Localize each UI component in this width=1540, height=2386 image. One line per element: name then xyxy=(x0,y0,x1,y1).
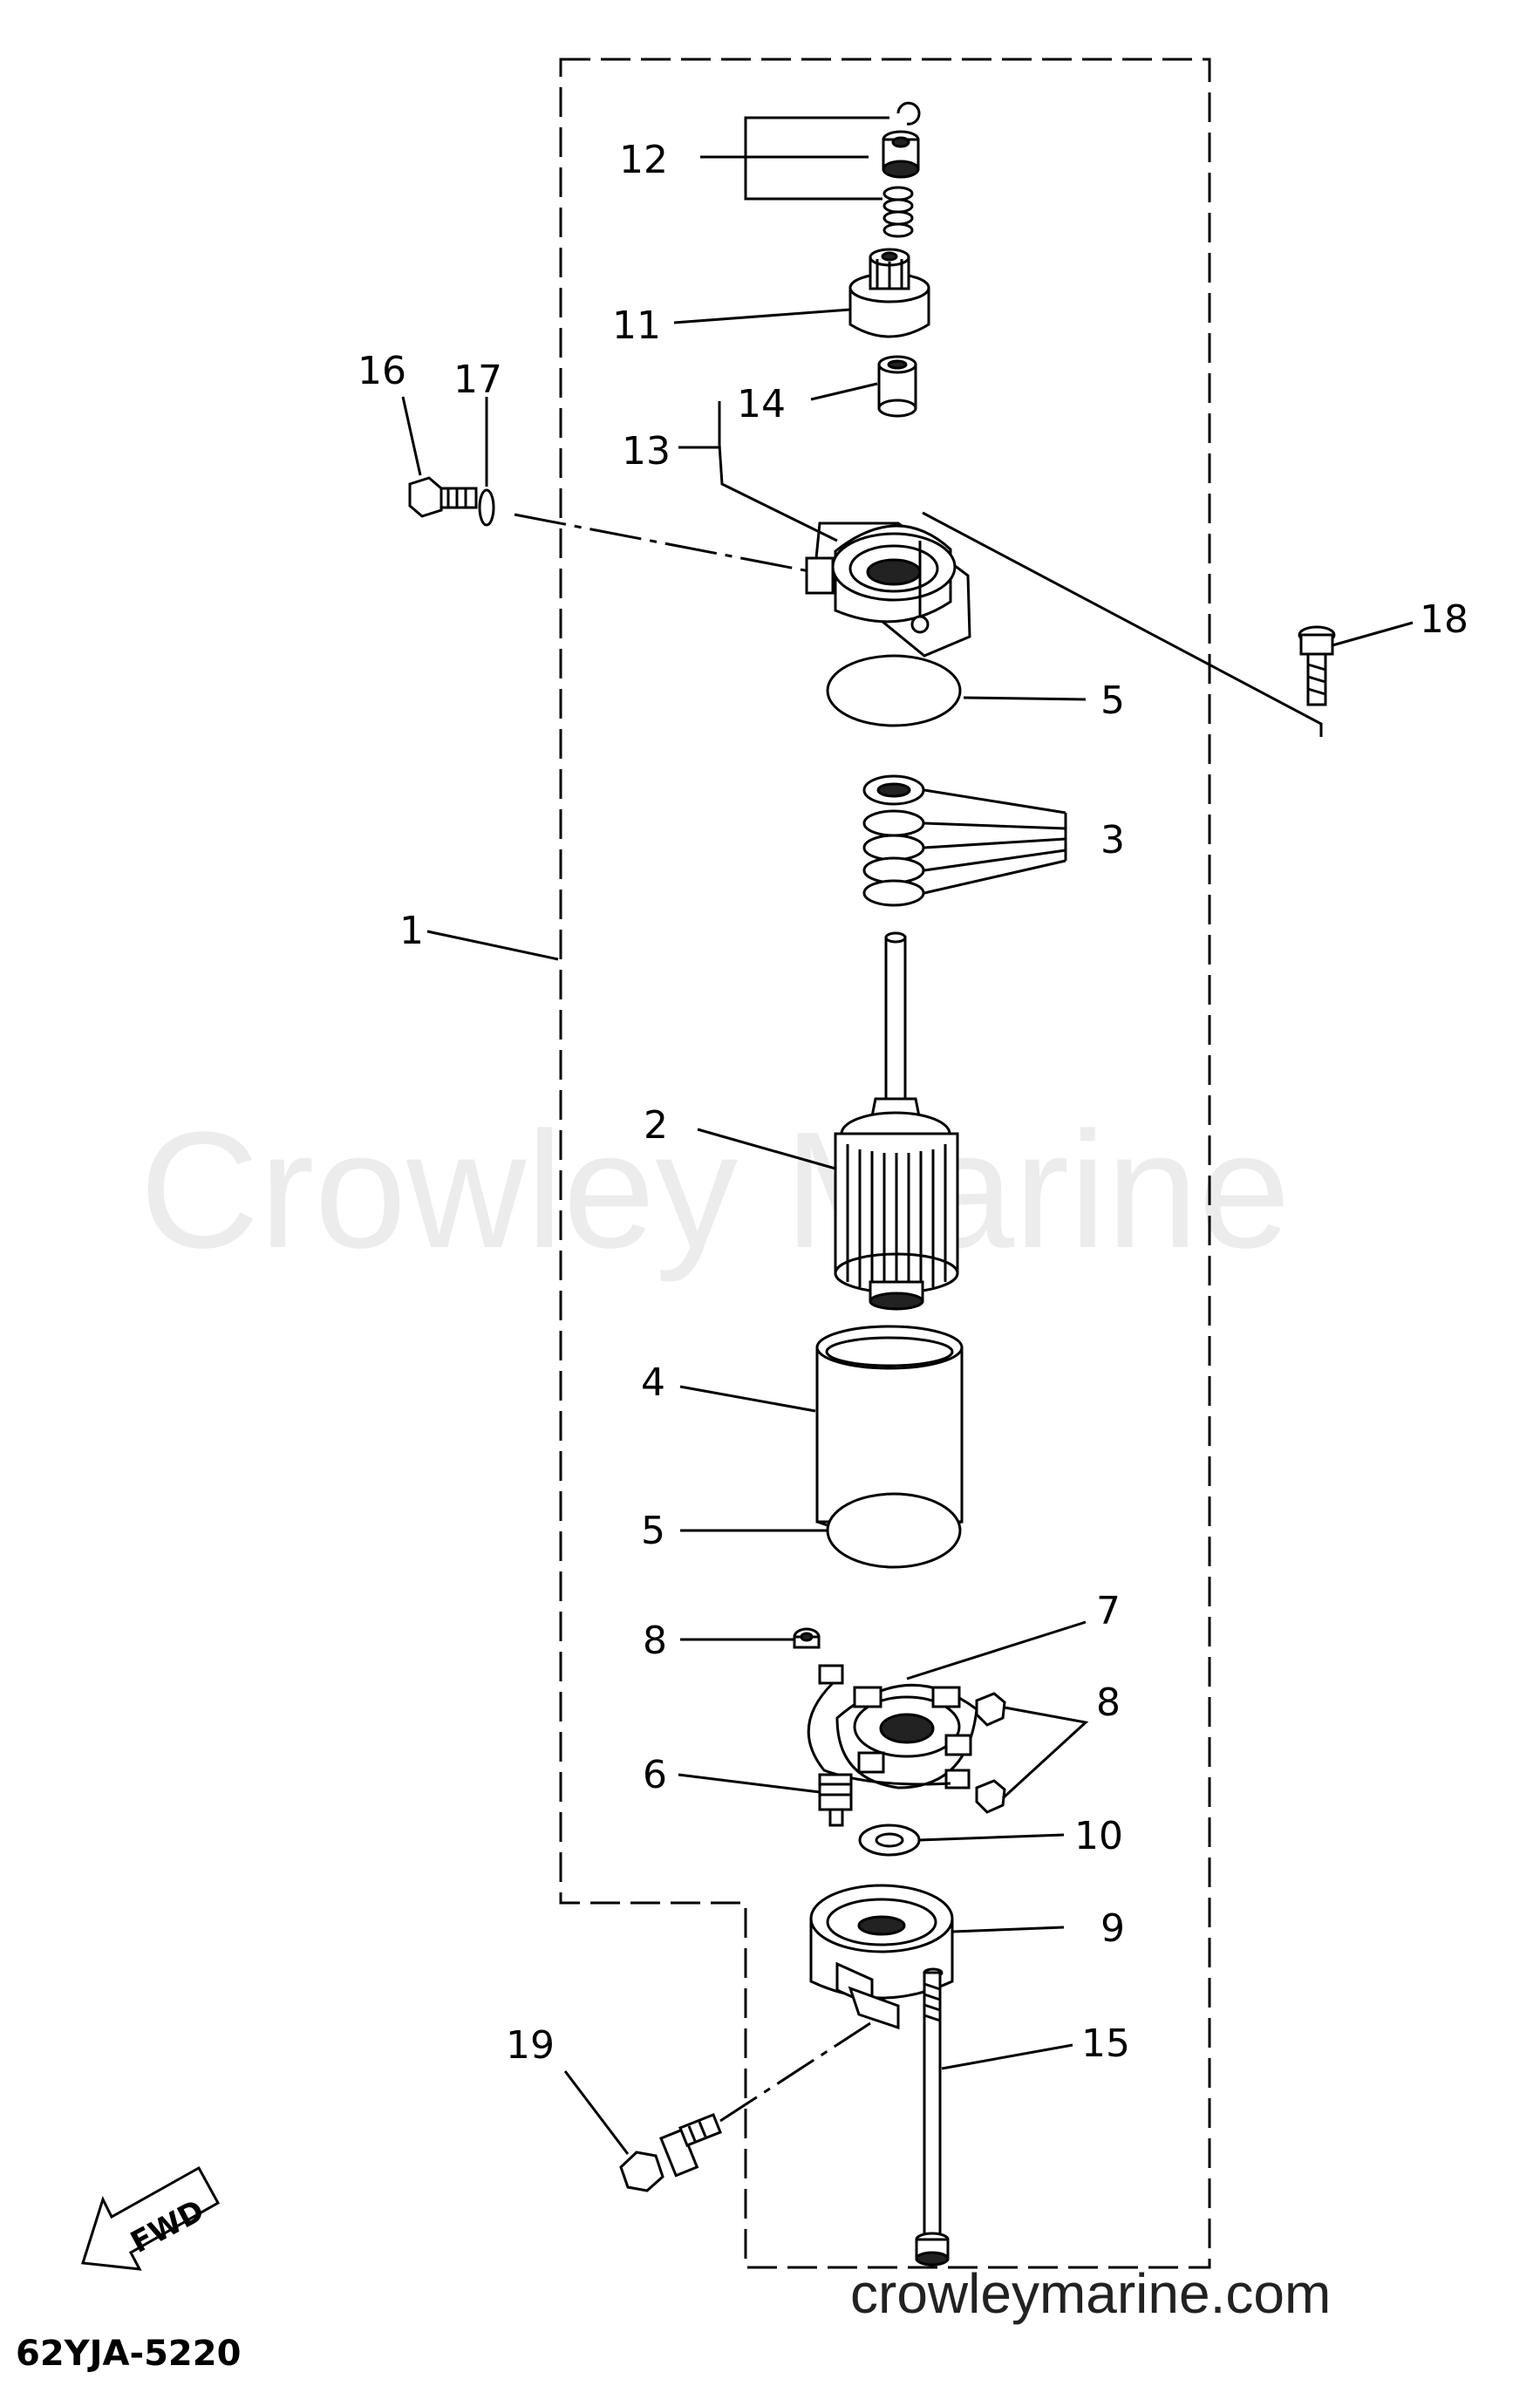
washer-10 xyxy=(858,1824,921,1857)
website-text: crowleymarine.com xyxy=(850,2262,1331,2325)
callout-10: 10 xyxy=(1074,1814,1123,1858)
diagram-code: 62YJA-5220 xyxy=(16,2334,241,2374)
callout-8-right: 8 xyxy=(1096,1680,1121,1725)
pinion-gear xyxy=(848,248,930,338)
callout-4: 4 xyxy=(641,1360,665,1405)
callout-11: 11 xyxy=(612,303,661,348)
nut-8-left xyxy=(793,1627,821,1649)
nut-8-right-lower xyxy=(975,1779,1006,1814)
callout-18: 18 xyxy=(1420,597,1468,642)
o-ring-lower xyxy=(826,1492,962,1569)
front-bracket xyxy=(805,522,971,658)
callout-15: 15 xyxy=(1081,2021,1130,2066)
callout-16: 16 xyxy=(358,349,406,393)
callout-12: 12 xyxy=(619,138,668,182)
leader-lines xyxy=(401,116,1414,2155)
callout-6: 6 xyxy=(643,1753,667,1797)
pinion-stopper-set xyxy=(882,101,921,238)
fwd-arrow: FWD xyxy=(81,2165,221,2271)
bolt-19 xyxy=(619,2113,722,2192)
washer-17 xyxy=(478,488,495,527)
thrust-washer-set xyxy=(862,774,925,907)
callout-19: 19 xyxy=(506,2023,555,2068)
o-ring-upper xyxy=(826,654,962,727)
nut-8-right-upper xyxy=(975,1692,1006,1727)
watermark: Crowley Marine xyxy=(140,1098,1291,1283)
brush-holder xyxy=(807,1664,978,1790)
screw-18 xyxy=(1298,625,1336,706)
bushing xyxy=(877,355,917,418)
rear-cover xyxy=(809,1884,954,2030)
bolt-16 xyxy=(408,476,478,518)
callout-5-lower: 5 xyxy=(641,1509,665,1553)
callout-8-left: 8 xyxy=(643,1619,667,1663)
armature xyxy=(834,931,959,1311)
callout-labels: 12 11 14 13 16 17 18 5 3 1 2 4 5 8 7 8 6… xyxy=(358,138,1468,2068)
callout-14: 14 xyxy=(737,382,786,426)
callout-7: 7 xyxy=(1096,1589,1121,1633)
callout-2: 2 xyxy=(644,1103,668,1148)
callout-5-upper: 5 xyxy=(1100,678,1125,723)
assembly-boundary xyxy=(559,58,1211,2269)
callout-13: 13 xyxy=(622,429,671,474)
callout-9: 9 xyxy=(1100,1906,1125,1951)
callout-3: 3 xyxy=(1100,818,1125,862)
callout-17: 17 xyxy=(453,358,502,402)
through-bolt xyxy=(915,1967,950,2267)
terminal-bolt xyxy=(818,1773,853,1827)
callout-1: 1 xyxy=(399,909,424,953)
